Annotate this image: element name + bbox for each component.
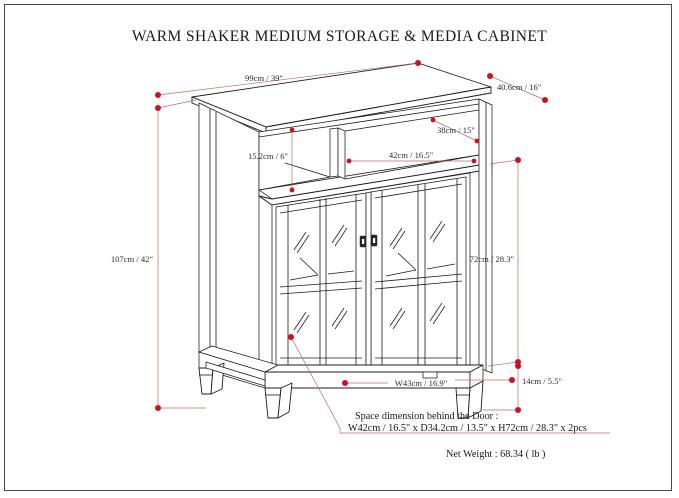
left-door-interior-diag <box>299 257 319 276</box>
open-shelf-divider-side <box>337 127 346 180</box>
left-door-mid-rail-b <box>279 287 363 295</box>
dim-base-width-dot-right <box>509 377 515 383</box>
right-door-mid-rail-b <box>374 280 463 290</box>
right-door[interactable] <box>370 176 467 373</box>
cabinet-right-side-panel <box>478 98 493 374</box>
shelf-left-compartment-floor <box>258 176 331 191</box>
left-door-glass-shine <box>293 224 348 334</box>
open-shelf-divider <box>329 127 339 178</box>
right-door-interior-shelf-2 <box>426 263 456 270</box>
dim-shelf-height-dot-bottom <box>289 187 295 193</box>
dim-top-width-line <box>157 62 419 96</box>
dimension-annotations: 99cm / 39" 40.6cm / 16" 15.2cm / 6" 42cm… <box>111 60 610 434</box>
cabinet-left-side-panel <box>198 102 260 369</box>
right-door-interior-shelf <box>385 269 417 277</box>
dim-base-width-dot-left <box>342 380 348 386</box>
left-door[interactable] <box>275 192 367 373</box>
shelf-right-floor-edge <box>344 154 480 180</box>
center-foot-bracket <box>422 371 438 379</box>
space-note-leader <box>290 336 341 429</box>
dim-top-width-dot-right <box>415 60 421 66</box>
shelf-back-top-edge <box>258 103 480 138</box>
net-weight-note: Net Weight : 68.34 ( lb ) <box>446 449 545 460</box>
dim-base-height-dot-bottom <box>515 407 521 413</box>
right-door-glass-shine <box>389 220 446 330</box>
dim-base-width-label: W43cm / 16.9" <box>395 378 447 388</box>
dim-base-height-dot-top <box>515 363 521 369</box>
shelf-left-compartment-diag <box>284 162 331 178</box>
dim-top-width-label: 99cm / 39" <box>245 73 283 83</box>
dim-shelf-height-label: 15.2cm / 6" <box>248 151 288 161</box>
space-dimension-note-line2: W42cm / 16.5" x D34.2cm / 13.5" x H72cm … <box>348 423 587 434</box>
left-door-frame <box>275 192 367 373</box>
dim-overall-height-label: 107cm / 42" <box>111 254 153 264</box>
dim-overall-height-dot-bottom <box>155 405 161 411</box>
dim-top-depth-label: 40.6cm / 16" <box>497 82 541 92</box>
left-door-mid-rail <box>279 280 363 288</box>
dim-shelf-depth-label: 38cm / 15" <box>437 125 475 135</box>
leg-front-right-side <box>467 380 484 419</box>
dim-top-width-dot-left <box>155 92 161 98</box>
space-dimension-note-line1: Space dimension behind the Door : <box>355 411 498 422</box>
leg-front-left-side <box>277 382 293 419</box>
shelf-right-back-edge <box>344 109 480 132</box>
dim-overall-height-dot-top <box>155 105 161 111</box>
right-door-frame <box>370 176 467 373</box>
cabinet-illustration <box>191 62 493 419</box>
dim-shelf-height-dot-top <box>289 127 295 133</box>
dim-door-height-dot-top <box>515 157 521 163</box>
left-door-handle-slot <box>362 239 365 244</box>
left-door-top-rail <box>279 199 363 214</box>
dim-top-depth-line <box>489 75 546 101</box>
dim-shelf-depth-dot-a <box>430 117 436 123</box>
dim-door-height-ext-top <box>489 159 519 165</box>
dim-top-depth-dot-a <box>487 73 493 79</box>
dim-top-depth-dot-b <box>542 97 548 103</box>
dim-shelf-width-dot-right <box>471 158 477 164</box>
base-apron-left-top <box>198 345 279 373</box>
space-note-leader-dot <box>288 334 294 340</box>
base-apron-top <box>264 364 484 373</box>
dim-shelf-depth-line <box>432 119 478 142</box>
right-door-handle-slot <box>373 238 376 243</box>
left-door-interior-shelf-2 <box>327 270 355 275</box>
right-door-top-rail <box>374 183 463 199</box>
right-door-mid-rail <box>374 273 463 283</box>
dim-shelf-depth-dot-b <box>474 138 480 144</box>
dim-shelf-width-label: 42cm / 16.5" <box>389 150 433 160</box>
center-stile <box>365 191 372 373</box>
page-title: WARM SHAKER MEDIUM STORAGE & MEDIA CABIN… <box>131 28 548 45</box>
dim-door-height-ext-bottom <box>487 361 519 367</box>
notes-block: Space dimension behind the Door : W42cm … <box>348 411 587 460</box>
dim-overall-height-ext-top <box>157 99 197 109</box>
dim-shelf-width-dot-left <box>346 158 352 164</box>
dim-base-height-label: 14cm / 5.5" <box>522 376 562 386</box>
dim-door-height-label: 72cm / 28.3" <box>470 254 514 264</box>
right-door-interior-diag <box>397 252 417 271</box>
left-door-interior-shelf <box>289 274 319 281</box>
left-side-stretcher <box>205 361 266 387</box>
